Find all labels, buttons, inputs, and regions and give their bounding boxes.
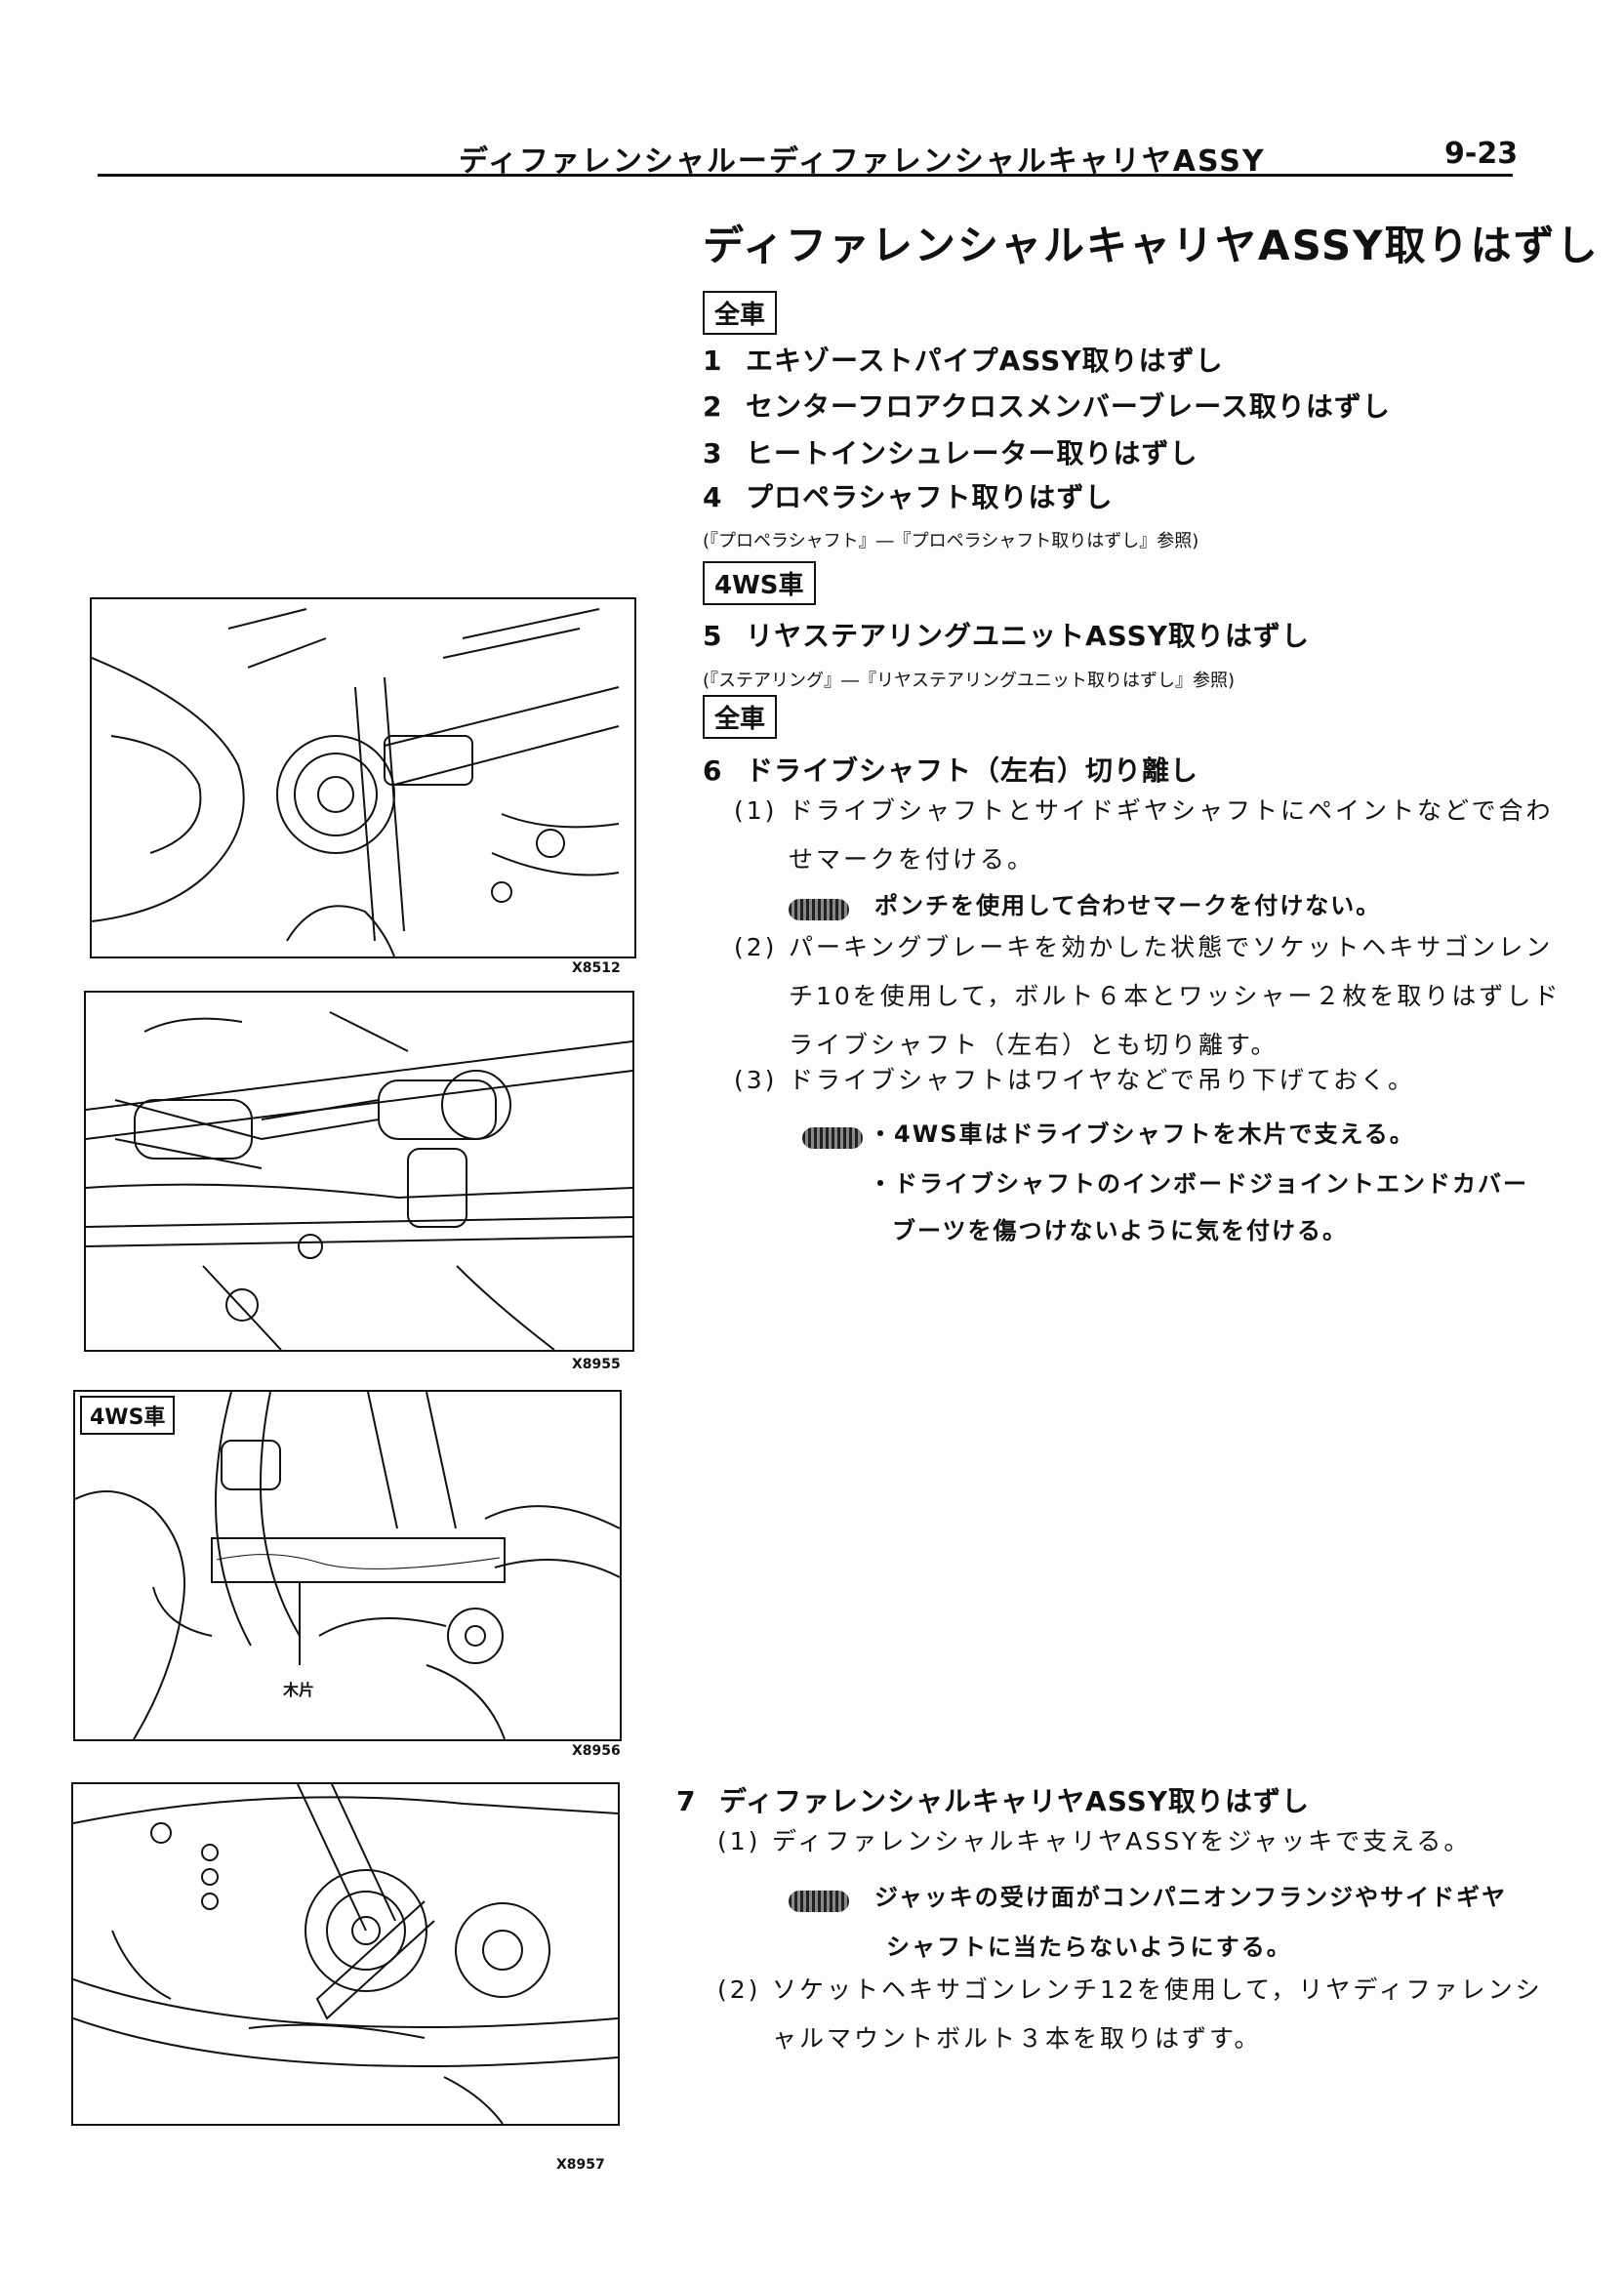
- step-7-paragraph-1: (1) ディファレンシャルキャリヤASSYをジャッキで支える。: [717, 1817, 1471, 1866]
- step-number: 4: [703, 481, 723, 513]
- header-title: ディファレンシャルーディファレンシャルキャリヤASSY: [459, 144, 1266, 179]
- figure-code: X8957: [556, 2157, 605, 2173]
- paragraph-text: ャルマウントボルト３本を取りはずす。: [772, 2024, 1262, 2053]
- paragraph-number: (2): [717, 1975, 761, 2004]
- caution-badge-icon: [789, 898, 849, 920]
- step-6-paragraph-2: (2) パーキングブレーキを効かした状態でソケットヘキサゴンレン チ10を使用して…: [734, 923, 1561, 1070]
- note-text: ブーツを傷つけないように気を付ける。: [892, 1217, 1349, 1244]
- step-number: 7: [676, 1785, 697, 1817]
- step-6-paragraph-3: (3) ドライブシャフトはワイヤなどで吊り下げておく。: [734, 1056, 1415, 1105]
- note-text: シャフトに当たらないようにする。: [886, 1934, 1292, 1961]
- step-text: センターフロアクロスメンバーブレース取りはずし: [746, 390, 1391, 423]
- caution-badge-icon: [789, 1890, 849, 1912]
- step-text: プロペラシャフト取りはずし: [746, 481, 1114, 513]
- figure-drawing: [73, 1784, 618, 2124]
- step-1: 1 エキゾーストパイプASSY取りはずし: [703, 340, 1224, 379]
- paragraph-text: ディファレンシャルキャリヤASSYをジャッキで支える。: [772, 1827, 1472, 1855]
- step-7-paragraph-2: (2) ソケットヘキサゴンレンチ12を使用して，リヤディファレンシ ャルマウントボ…: [717, 1966, 1543, 2063]
- note-text: ポンチを使用して合わせマークを付けない。: [874, 892, 1382, 919]
- step-text: ドライブシャフト（左右）切り離し: [746, 754, 1199, 787]
- step-4: 4 プロペラシャフト取りはずし: [703, 476, 1113, 515]
- step-6-paragraph-1: (1) ドライブシャフトとサイドギヤシャフトにペイントなどで合わ せマークを付ける…: [734, 787, 1554, 884]
- step-3: 3 ヒートインシュレーター取りはずし: [703, 432, 1198, 471]
- step-number: 3: [703, 437, 723, 469]
- figure-tag-4ws: 4WS車: [80, 1396, 176, 1435]
- step-6-note-2: ・4WS車はドライブシャフトを木片で支える。 ・ドライブシャフトのインボードジョ…: [802, 1111, 1528, 1254]
- tag-all-vehicles: 全車: [703, 695, 778, 739]
- step-6: 6 ドライブシャフト（左右）切り離し: [703, 750, 1198, 789]
- paragraph-number: (2): [734, 933, 778, 961]
- step-5: 5 リヤステアリングユニットASSY取りはずし: [703, 615, 1310, 654]
- step-7-note-1: ジャッキの受け面がコンパニオンフランジやサイドギヤ シャフトに当たらないようにす…: [789, 1874, 1507, 1971]
- paragraph-number: (3): [734, 1066, 778, 1094]
- note-text: ・ドライブシャフトのインボードジョイントエンドカバー: [869, 1170, 1528, 1198]
- page-number: 9-23: [1444, 137, 1519, 171]
- figure-drawing: [86, 1011, 632, 1350]
- tag-all-vehicles: 全車: [703, 291, 778, 335]
- figure-driveshaft-wide: [84, 991, 634, 1352]
- step-number: 1: [703, 345, 723, 377]
- paragraph-text: ライブシャフト（左右）とも切り離す。: [789, 1031, 1279, 1059]
- figure-code: X8512: [572, 960, 621, 976]
- tag-4ws: 4WS車: [703, 561, 816, 605]
- figure-drawing: [75, 1392, 620, 1739]
- figure-diff-mount: [71, 1782, 620, 2126]
- paragraph-number: (1): [717, 1827, 761, 1855]
- note-text: ・4WS車はドライブシャフトを木片で支える。: [869, 1120, 1415, 1148]
- figure-label-wood-block: 木片: [283, 1681, 315, 1699]
- step-7: 7 ディファレンシャルキャリヤASSY取りはずし: [676, 1780, 1310, 1819]
- step-2: 2 センターフロアクロスメンバーブレース取りはずし: [703, 386, 1391, 425]
- section-title: ディファレンシャルキャリヤASSY取りはずし: [703, 222, 1600, 269]
- step-text: ヒートインシュレーター取りはずし: [746, 437, 1198, 469]
- figure-code: X8955: [572, 1357, 621, 1372]
- figure-code: X8956: [572, 1743, 621, 1759]
- note-text: ジャッキの受け面がコンパニオンフランジやサイドギヤ: [874, 1884, 1508, 1911]
- step-number: 6: [703, 754, 723, 787]
- figure-driveshaft-flange: [90, 597, 636, 958]
- figure-wood-support: [73, 1390, 622, 1741]
- paragraph-text: チ10を使用して，ボルト６本とワッシャー２枚を取りはずしド: [789, 982, 1562, 1010]
- paragraph-text: せマークを付ける。: [789, 845, 1035, 874]
- step-text: リヤステアリングユニットASSY取りはずし: [746, 620, 1311, 652]
- step-number: 5: [703, 620, 723, 652]
- paragraph-text: ソケットヘキサゴンレンチ12を使用して，リヤディファレンシ: [772, 1975, 1543, 2004]
- figure-drawing: [92, 608, 620, 957]
- step-5-reference: (『ステアリング』―『リヤステアリングユニット取りはずし』参照): [703, 671, 1236, 691]
- step-4-reference: (『プロペラシャフト』―『プロペラシャフト取りはずし』参照): [703, 531, 1199, 551]
- step-text: エキゾーストパイプASSY取りはずし: [746, 345, 1224, 377]
- step-6-note-1: ポンチを使用して合わせマークを付けない。: [789, 886, 1381, 920]
- paragraph-text: ドライブシャフトとサイドギヤシャフトにペイントなどで合わ: [789, 796, 1554, 825]
- header-rule: [98, 174, 1513, 177]
- paragraph-text: ドライブシャフトはワイヤなどで吊り下げておく。: [789, 1066, 1416, 1094]
- paragraph-number: (1): [734, 796, 778, 825]
- step-number: 2: [703, 390, 723, 423]
- paragraph-text: パーキングブレーキを効かした状態でソケットヘキサゴンレン: [789, 933, 1554, 961]
- caution-badge-icon: [802, 1126, 863, 1149]
- step-text: ディファレンシャルキャリヤASSY取りはずし: [719, 1785, 1311, 1817]
